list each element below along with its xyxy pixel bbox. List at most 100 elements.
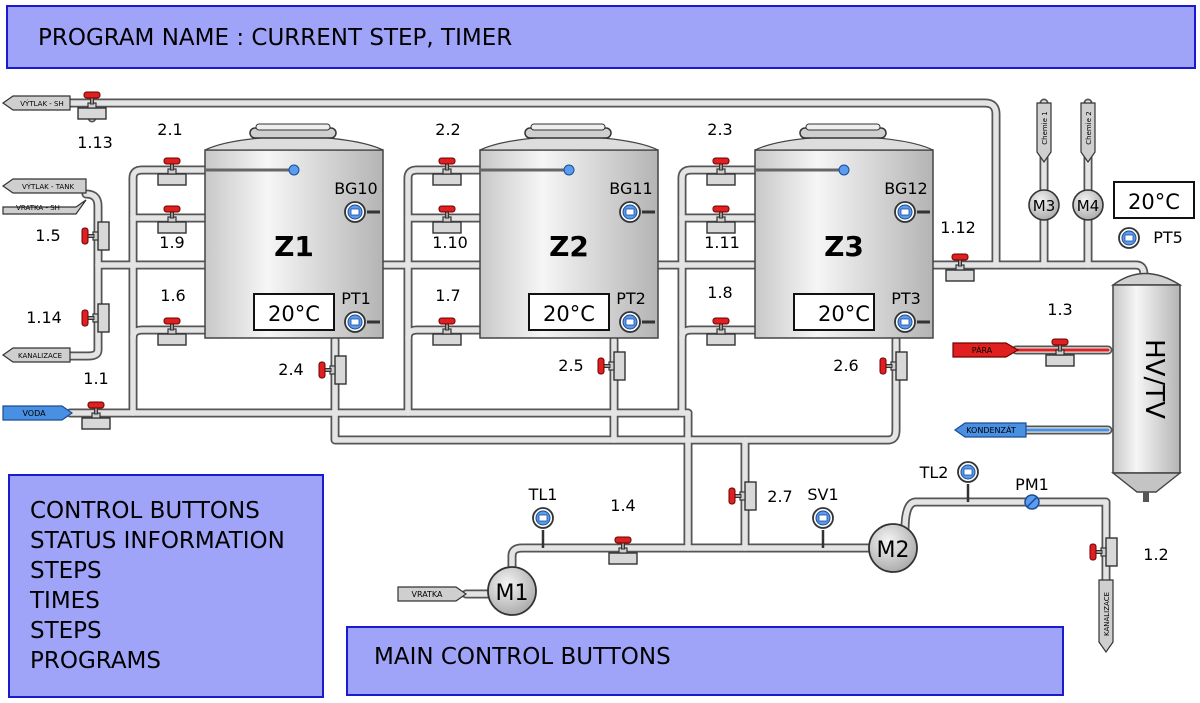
exchanger-temperature-box <box>1113 181 1195 219</box>
header-panel: PROGRAM NAME : CURRENT STEP, TIMER <box>6 5 1196 69</box>
sensor-bg11[interactable] <box>619 201 655 223</box>
valve-label: 1.13 <box>77 133 113 152</box>
spray-ball-icon <box>563 164 575 176</box>
main-control-panel: MAIN CONTROL BUTTONS <box>346 626 1064 696</box>
sensor-bg10[interactable] <box>344 201 380 223</box>
pump-m2[interactable]: M2 <box>868 523 918 573</box>
program-status-text: PROGRAM NAME : CURRENT STEP, TIMER <box>38 25 513 51</box>
sensor-pt5[interactable] <box>1118 227 1140 249</box>
sensor-pt1[interactable] <box>344 311 380 333</box>
sensor-label: PT5 <box>1153 228 1183 247</box>
tag-label: VRATKA - SH <box>16 204 60 212</box>
tank-name: Z3 <box>824 230 864 263</box>
valve-label: 2.4 <box>278 360 303 379</box>
tag-label: Chemie 2 <box>1085 111 1093 144</box>
tag-chemie-1[interactable]: Chemie 1 <box>1036 102 1052 164</box>
valve-label: 1.1 <box>83 369 108 388</box>
sensor-label: PT2 <box>616 289 646 308</box>
valve-label: 1.3 <box>1047 300 1072 319</box>
pump-label: M2 <box>877 538 910 563</box>
pump-label: M1 <box>496 581 529 606</box>
tag-label: KANALIZACE <box>1103 592 1111 636</box>
valve-label: 1.11 <box>704 233 740 252</box>
tank-name: Z1 <box>274 230 314 263</box>
sensor-label: PM1 <box>1015 475 1049 494</box>
sensor-sv1[interactable] <box>812 507 834 548</box>
tag-label: KANALIZACE <box>18 352 62 360</box>
tag-kondenzat[interactable]: KONDENZÁT <box>953 422 1027 438</box>
tag-vytlak-sh[interactable]: VÝTLAK - SH <box>1 95 71 111</box>
valve-label: 1.6 <box>160 286 185 305</box>
spray-ball-icon <box>838 164 850 176</box>
info-line-programs: PROGRAMS <box>30 648 162 674</box>
tank-temperature-box <box>253 293 335 331</box>
spray-ball-icon <box>288 164 300 176</box>
tank-z2[interactable]: Z2 20°C <box>479 123 659 339</box>
tag-para[interactable]: PÁRA <box>952 342 1020 358</box>
heat-exchanger-hv-tv[interactable]: HV/TV <box>1110 272 1183 503</box>
sensor-label: BG11 <box>609 179 652 198</box>
tag-chemie-2[interactable]: Chemie 2 <box>1080 102 1096 164</box>
manhole-lid-icon <box>249 123 337 139</box>
manhole-lid-icon <box>524 123 612 139</box>
tank-temperature: 20°C <box>543 302 595 326</box>
tag-kanalizace-right[interactable]: KANALIZACE <box>1098 579 1114 654</box>
tag-voda[interactable]: VODA <box>2 405 74 421</box>
pump-m3[interactable]: M3 <box>1028 189 1060 221</box>
valve-label: 2.3 <box>707 120 732 139</box>
tag-label: Chemie 1 <box>1041 111 1049 144</box>
tank-temperature: 20°C <box>818 302 870 326</box>
sensor-label: TL2 <box>919 463 949 482</box>
info-line-status-information: STATUS INFORMATION <box>30 528 285 554</box>
valve-label: 1.12 <box>940 218 976 237</box>
valve-label: 1.10 <box>432 233 468 252</box>
tank-z1[interactable]: Z1 20°C <box>204 123 384 339</box>
sensor-label: PT1 <box>341 289 371 308</box>
tank-temperature-box <box>528 293 610 331</box>
tag-label: VÝTLAK - TANK <box>22 182 75 191</box>
sensor-tl1[interactable] <box>532 507 554 548</box>
tag-label: VODA <box>22 409 46 418</box>
valve-label: 2.2 <box>435 120 460 139</box>
tag-vratka-sh[interactable]: VRATKA - SH <box>2 199 87 215</box>
valve-label: 2.6 <box>833 356 858 375</box>
valve-label: 2.5 <box>558 356 583 375</box>
tank-name: Z2 <box>549 230 589 263</box>
tag-label: KONDENZÁT <box>966 424 1016 435</box>
sensor-pt2[interactable] <box>619 311 655 333</box>
exchanger-name: HV/TV <box>1139 339 1169 419</box>
info-line-steps: STEPS <box>30 558 102 584</box>
tag-label: VÝTLAK - SH <box>20 99 63 108</box>
sensor-label: BG10 <box>334 179 377 198</box>
main-control-label: MAIN CONTROL BUTTONS <box>374 644 671 670</box>
tag-vratka[interactable]: VRATKA <box>397 586 468 602</box>
sensor-tl2[interactable] <box>957 461 979 502</box>
info-line-steps-2: STEPS <box>30 618 102 644</box>
info-line-times: TIMES <box>30 588 100 614</box>
pump-m4[interactable]: M4 <box>1072 189 1104 221</box>
sensor-label: TL1 <box>528 485 558 504</box>
tag-vytlak-tank[interactable]: VÝTLAK - TANK <box>1 178 87 194</box>
valve-label: 1.8 <box>707 283 732 302</box>
info-line-control-buttons: CONTROL BUTTONS <box>30 498 260 524</box>
valve-label: 1.9 <box>159 233 184 252</box>
valve-label: 1.2 <box>1143 545 1168 564</box>
tag-label: PÁRA <box>972 344 993 355</box>
exchanger-temperature: 20°C <box>1128 190 1180 214</box>
valve-label: 1.4 <box>610 496 635 515</box>
valve-label: 2.1 <box>157 120 182 139</box>
pump-label: M3 <box>1033 197 1056 215</box>
info-panel: CONTROL BUTTONS STATUS INFORMATION STEPS… <box>8 474 324 698</box>
sensor-bg12[interactable] <box>894 201 930 223</box>
sensor-label: SV1 <box>807 485 838 504</box>
tag-kanalizace-left[interactable]: KANALIZACE <box>1 347 71 363</box>
sensor-pt3[interactable] <box>894 311 930 333</box>
manhole-lid-icon <box>799 123 887 139</box>
valve-label: 2.7 <box>767 487 792 506</box>
pump-m1[interactable]: M1 <box>487 566 537 616</box>
sensor-label: BG12 <box>884 179 927 198</box>
flowmeter-pm1[interactable] <box>1024 494 1040 510</box>
tank-z3[interactable]: Z3 20°C <box>754 123 934 339</box>
valve-label: 1.14 <box>26 308 62 327</box>
